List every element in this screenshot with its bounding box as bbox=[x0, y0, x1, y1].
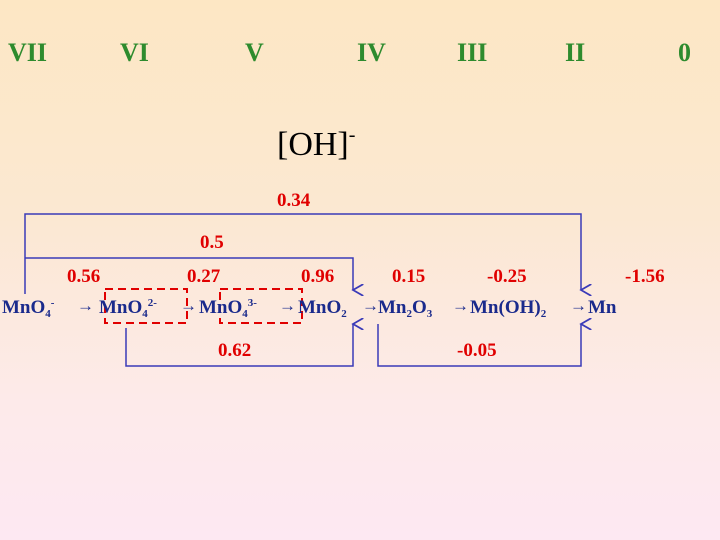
potential-mno4-2-to-mno2: 0.62 bbox=[218, 340, 252, 361]
arrow-1: → bbox=[77, 296, 94, 315]
bracket-mno4-to-mno2 bbox=[25, 257, 353, 290]
oxidation-state-0: 0 bbox=[678, 38, 691, 67]
arrow-4: → bbox=[362, 296, 379, 315]
potential-mno4-to-mno2: 0.5 bbox=[200, 232, 224, 253]
bracket-mno4-to-mn bbox=[24, 213, 581, 294]
species-mno4-2minus: MnO42- bbox=[99, 297, 157, 320]
oxidation-state-ii: II bbox=[565, 38, 586, 67]
step-potential-6: -1.56 bbox=[625, 266, 665, 287]
arrow-3: → bbox=[279, 296, 296, 315]
bracket-mno4-2-to-mno2 bbox=[125, 324, 353, 367]
step-potential-1: 0.56 bbox=[67, 266, 101, 287]
oxidation-state-iv: IV bbox=[357, 38, 386, 67]
potential-mno4-to-mn: 0.34 bbox=[277, 190, 311, 211]
step-potential-2: 0.27 bbox=[187, 266, 221, 287]
dashed-box-mno4-2 bbox=[104, 288, 188, 324]
species-mno4-minus: MnO4- bbox=[2, 297, 55, 320]
step-potential-4: 0.15 bbox=[392, 266, 426, 287]
oxidation-state-v: V bbox=[245, 38, 264, 67]
potential-mno2-to-mn: -0.05 bbox=[457, 340, 497, 361]
oxidation-state-iii: III bbox=[457, 38, 488, 67]
species-mn: Mn bbox=[588, 297, 617, 318]
oxidation-state-vii: VII bbox=[8, 38, 48, 67]
arrow-5: → bbox=[452, 296, 469, 315]
species-mno4-3minus: MnO43- bbox=[199, 297, 257, 320]
step-potential-3: 0.96 bbox=[301, 266, 335, 287]
arrow-2: → bbox=[180, 296, 197, 315]
bracket-mno2-to-mn bbox=[377, 324, 581, 367]
dashed-box-mno4-3 bbox=[219, 288, 303, 324]
species-mn2o3: Mn2O3 bbox=[378, 297, 433, 320]
medium-label: [OH]- bbox=[277, 124, 356, 163]
species-mno2: MnO2 bbox=[298, 297, 347, 320]
step-potential-5: -0.25 bbox=[487, 266, 527, 287]
species-mn-oh-2: Mn(OH)2 bbox=[470, 297, 547, 320]
arrow-6: → bbox=[570, 296, 587, 315]
oxidation-state-vi: VI bbox=[120, 38, 149, 67]
